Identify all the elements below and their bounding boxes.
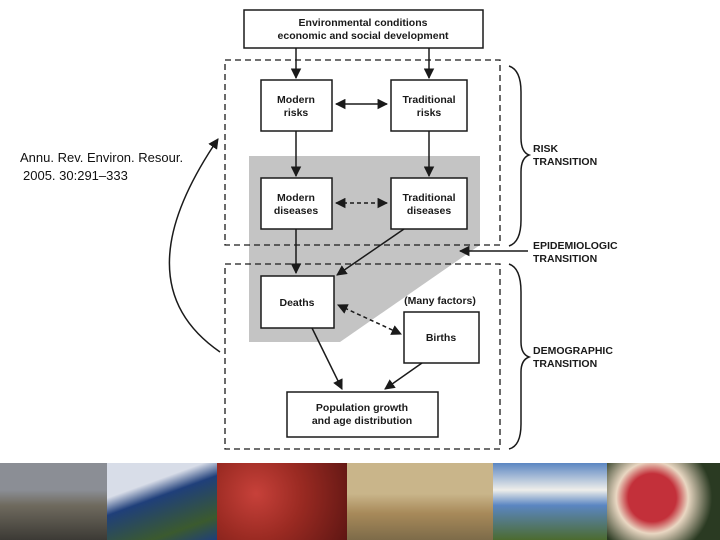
traditional-risks-line-1: Traditional [402,94,455,106]
environmental-conditions-line-2: economic and social development [278,30,449,42]
population-growth-line-2: and age distribution [312,415,412,427]
arrow-births-to-population [384,362,423,390]
environmental-conditions-line-1: Environmental conditions [299,17,428,29]
demographic-transition-label-1: DEMOGRAPHIC [533,345,613,357]
births-box [403,311,480,364]
births-label: Births [426,332,456,344]
modern-diseases-line-1: Modern [277,192,315,204]
cloud-landscape-painting [493,463,607,540]
watermelon-still-life-painting [607,463,720,540]
environmental-conditions-box [243,9,484,49]
demographic-transition-label-2: TRANSITION [533,358,597,370]
epidemiologic-transition-label-1: EPIDEMIOLOGIC [533,240,618,252]
many-factors-label: (Many factors) [404,295,476,307]
artwork-strip [0,463,720,540]
citation: Annu. Rev. Environ. Resour. 2005. 30:291… [20,149,183,185]
risk-transition-label-1: RISK [533,143,559,155]
traditional-diseases-line-2: diseases [407,205,452,217]
epidemiologic-transition-label-2: TRANSITION [533,253,597,265]
population-growth-line-1: Population growth [316,402,408,414]
population-growth-box [286,391,439,438]
deaths-label: Deaths [279,297,314,309]
snow-mountain-painting [107,463,217,540]
risk-transition-label-2: TRANSITION [533,156,597,168]
arrow-deaths-births-dashed [337,304,402,335]
traditional-risks-line-2: risks [417,107,442,119]
demographic-transition-brace [508,263,532,450]
red-abstract-painting [217,463,347,540]
arrow-feedback-curve [168,138,221,353]
modern-risks-box [260,79,333,132]
traditional-diseases-box [390,177,468,230]
traditional-diseases-line-1: Traditional [402,192,455,204]
citation-line-2: 2005. 30:291–333 [23,168,128,183]
deaths-box [260,275,335,329]
risk-transition-brace [508,65,532,247]
modern-diseases-line-2: diseases [274,205,319,217]
modern-risks-line-2: risks [284,107,309,119]
arrow-deaths-to-population [311,327,343,390]
traditional-risks-box [390,79,468,132]
desert-hills-painting [347,463,493,540]
panorama-landscape-painting [0,463,107,540]
arrow-traditional-diseases-to-deaths [336,228,405,276]
citation-line-1: Annu. Rev. Environ. Resour. [20,150,184,165]
modern-risks-line-1: Modern [277,94,315,106]
